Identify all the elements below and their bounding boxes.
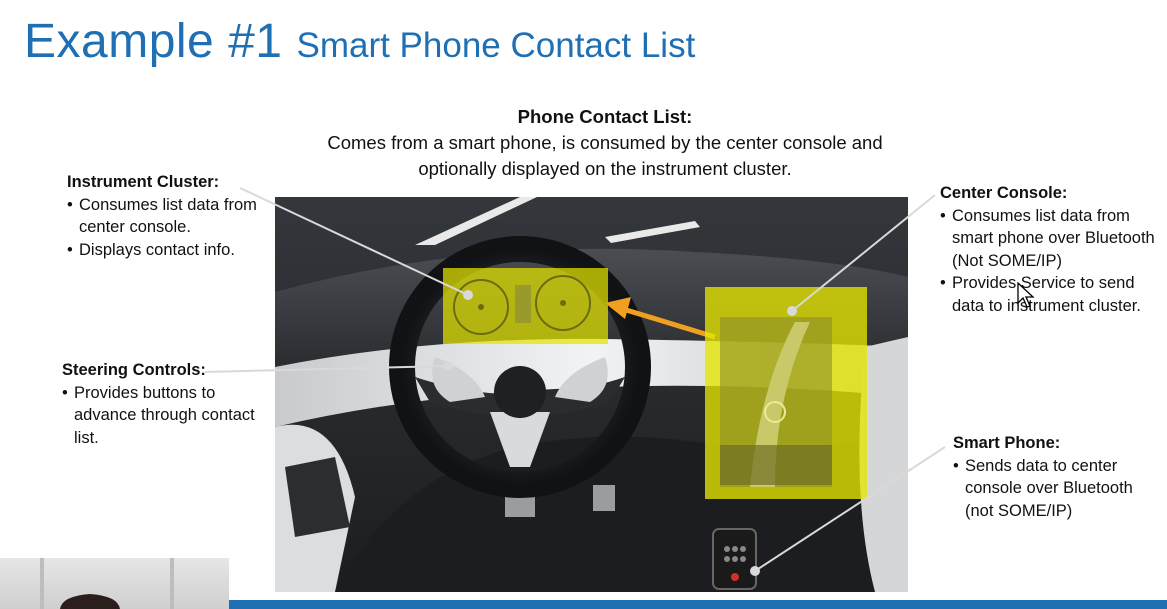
center-console-heading: Center Console: xyxy=(940,184,1068,202)
smart-phone-bullet: Sends data to center console over Blueto… xyxy=(953,455,1153,523)
instrument-cluster-heading: Instrument Cluster: xyxy=(67,173,220,191)
instrument-cluster-callout: Instrument Cluster: Consumes list data f… xyxy=(67,171,267,261)
cursor-icon xyxy=(1017,282,1035,308)
presenter-webcam xyxy=(0,558,229,609)
caption-line-1: Comes from a smart phone, is consumed by… xyxy=(327,132,883,153)
steering-controls-callout: Steering Controls: Provides buttons to a… xyxy=(62,359,262,449)
center-console-callout: Center Console: Consumes list data from … xyxy=(940,182,1155,317)
footer-bar xyxy=(229,600,1167,609)
slide-title: Example #1 Smart Phone Contact List xyxy=(24,14,695,69)
steering-controls-heading: Steering Controls: xyxy=(62,361,206,379)
smart-phone-heading: Smart Phone: xyxy=(953,434,1061,452)
smart-phone-callout: Smart Phone: Sends data to center consol… xyxy=(953,432,1153,522)
center-console-bullet: Consumes list data from smart phone over… xyxy=(940,205,1155,273)
caption-line-2: optionally displayed on the instrument c… xyxy=(418,158,792,179)
slide-title-main: Example #1 xyxy=(24,15,283,68)
center-console-bullet: Provides Service to send data to instrum… xyxy=(940,272,1155,317)
car-interior-image xyxy=(275,197,908,592)
instrument-cluster-bullet: Displays contact info. xyxy=(67,239,267,262)
instrument-cluster-bullet: Consumes list data from center console. xyxy=(67,194,267,239)
slide-title-sub: Smart Phone Contact List xyxy=(296,26,696,65)
steering-controls-bullet: Provides buttons to advance through cont… xyxy=(62,382,262,450)
phone-contact-list-caption: Phone Contact List: Comes from a smart p… xyxy=(300,104,910,182)
caption-heading: Phone Contact List: xyxy=(517,106,693,127)
